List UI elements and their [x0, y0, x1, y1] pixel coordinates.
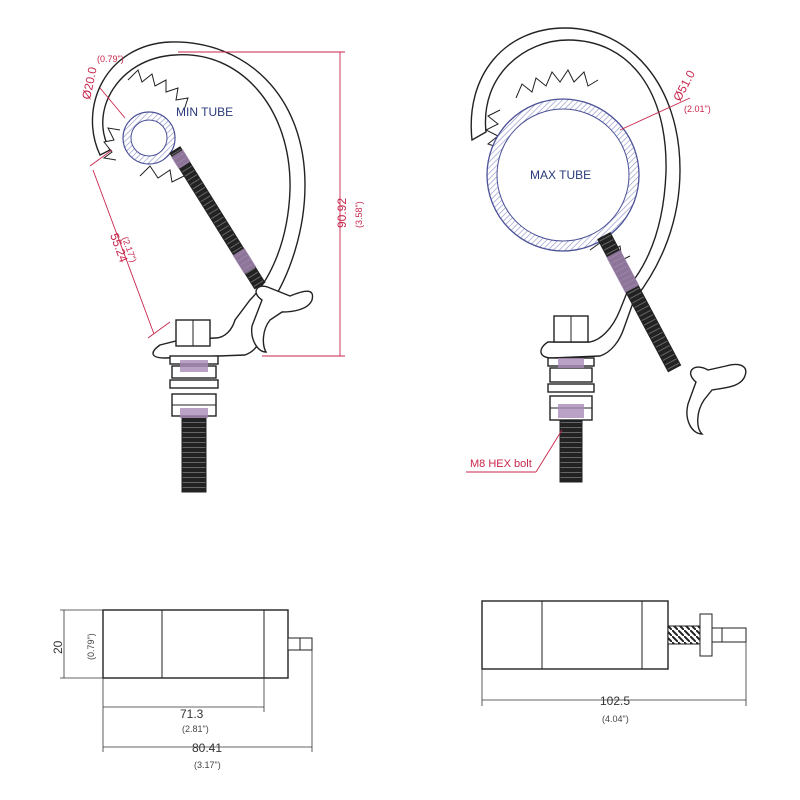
- side-length-max: 102.5: [600, 694, 630, 708]
- min-tube-label: MIN TUBE: [176, 105, 233, 119]
- jaw: [139, 165, 185, 183]
- max-diameter-inch: (2.01"): [684, 104, 711, 114]
- washer-max-2: [549, 367, 593, 383]
- clamp-hook-max: [470, 27, 681, 359]
- min-diameter-label: Ø20.0: [79, 65, 100, 100]
- min-tube-view: Ø20.0 (0.79") MIN TUBE 55.24 (2.17") 90.…: [79, 41, 364, 493]
- side-body-min: [102, 609, 289, 679]
- clamp-teeth-lower: [102, 127, 121, 161]
- side-bolt-tip-max: [711, 627, 747, 643]
- side-length-total: 80.41: [192, 741, 222, 755]
- side-width-min-inch: (0.79"): [86, 633, 96, 660]
- bolt-callout: M8 HEX bolt: [470, 458, 532, 470]
- side-length-total-inch: (3.17"): [194, 760, 221, 770]
- max-tube-view: MAX TUBE Ø51.0 (2.01") M8 HEX bolt: [466, 27, 747, 483]
- max-diameter-label: Ø51.0: [670, 68, 698, 104]
- clamp-teeth-max: [515, 69, 599, 99]
- side-length-inner-inch: (2.81"): [182, 724, 209, 734]
- washer-max-3: [547, 383, 595, 393]
- bolt-shank-left: [181, 415, 207, 493]
- bolt-diagonal-max: [597, 232, 682, 373]
- max-tube-inner: [496, 108, 630, 242]
- bolt-shank-right: [559, 419, 583, 483]
- side-view-max: 102.5 (4.04"): [481, 600, 747, 724]
- bolt-diagonal: [169, 146, 266, 290]
- side-wingnut-max: [699, 613, 713, 657]
- side-length-inner: 71.3: [180, 707, 204, 721]
- min-tube-inner: [130, 119, 168, 157]
- side-width-min: 20: [51, 640, 65, 654]
- min-height: 90.92: [335, 198, 349, 228]
- wing-nut: [251, 285, 314, 353]
- min-diameter-inch: (0.79"): [97, 54, 124, 64]
- side-body-max: [481, 600, 669, 670]
- clamp-hook: [91, 41, 306, 359]
- side-view-min: 20 (0.79") 71.3 (2.81") 80.41 (3.17"): [51, 609, 313, 770]
- side-length-max-inch: (4.04"): [602, 714, 629, 724]
- clamp-teeth: [127, 69, 189, 111]
- wing-nut-max: [686, 363, 747, 435]
- washer-3: [169, 379, 219, 389]
- max-tube-label: MAX TUBE: [530, 168, 591, 182]
- min-height-inch: (3.58"): [354, 201, 364, 228]
